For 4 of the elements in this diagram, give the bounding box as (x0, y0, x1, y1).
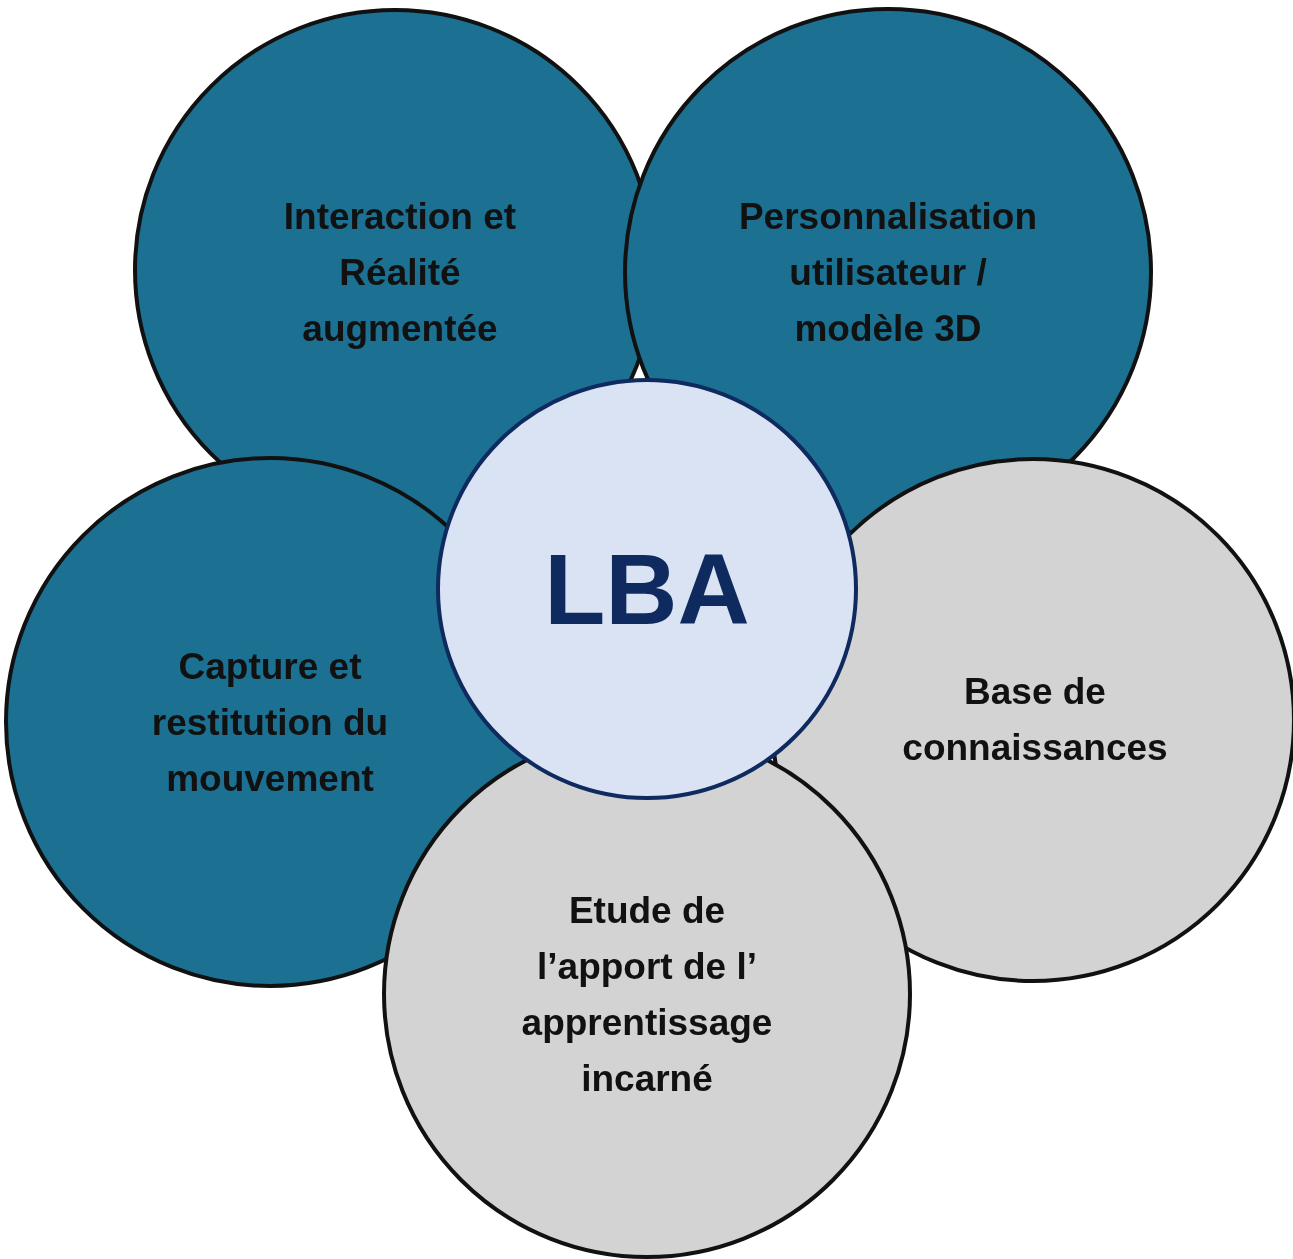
node-label: Personnalisation utilisateur / modèle 3D (727, 189, 1049, 357)
node-label: Interaction et Réalité augmentée (250, 189, 550, 357)
node-label: Capture et restitution du mouvement (120, 639, 420, 807)
node-label: Base de connaissances (885, 664, 1185, 776)
